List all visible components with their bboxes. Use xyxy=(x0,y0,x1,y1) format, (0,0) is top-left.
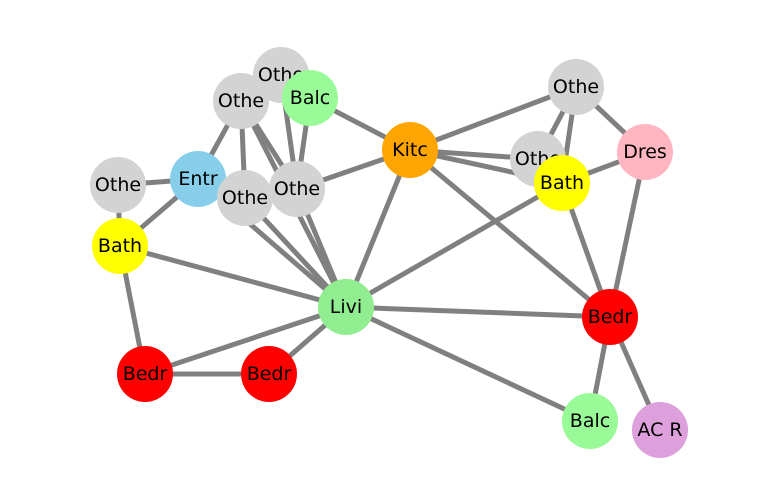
node-circle xyxy=(562,393,618,449)
edge-livi-bedr_left xyxy=(142,304,349,377)
node-circle xyxy=(548,59,604,115)
node-circle xyxy=(617,124,673,180)
node-label: Entr xyxy=(178,168,217,190)
node-balc-bottom: Balc xyxy=(562,393,618,449)
node-label: Othe xyxy=(553,76,599,98)
node-circle xyxy=(534,155,590,211)
node-entr: Entr xyxy=(170,151,226,207)
node-circle xyxy=(632,402,688,458)
node-circle xyxy=(241,346,297,402)
edge-kitc-livi xyxy=(343,147,413,310)
node-balc-top: Balc xyxy=(282,70,338,126)
node-label: Bedr xyxy=(123,363,168,385)
node-circle xyxy=(282,70,338,126)
node-label: Othe xyxy=(218,90,264,112)
node-label: Bath xyxy=(98,235,142,257)
node-label: Balc xyxy=(570,410,610,432)
edge-bath_right-livi xyxy=(343,180,565,310)
edge-livi-balc_bottom xyxy=(343,304,593,424)
edge-dres-bedr_right xyxy=(607,149,648,320)
node-othe-a: Othe xyxy=(213,73,269,129)
node-circle xyxy=(269,161,325,217)
node-label: Bedr xyxy=(247,363,292,385)
node-othe-tr: Othe xyxy=(548,59,604,115)
node-label: Othe xyxy=(222,187,268,209)
node-label: Livi xyxy=(330,296,362,318)
edges-layer xyxy=(115,72,663,433)
node-circle xyxy=(170,151,226,207)
node-circle xyxy=(213,73,269,129)
node-circle xyxy=(92,218,148,274)
node-circle xyxy=(582,289,638,345)
node-label: Bedr xyxy=(588,306,633,328)
node-label: Dres xyxy=(623,141,667,163)
edge-kitc-othe_tr xyxy=(407,84,579,153)
node-dres: Dres xyxy=(617,124,673,180)
node-label: Kitc xyxy=(392,139,428,161)
node-bath-left: Bath xyxy=(92,218,148,274)
node-circle xyxy=(90,157,146,213)
node-bedr-right: Bedr xyxy=(582,289,638,345)
node-kitc: Kitc xyxy=(382,122,438,178)
node-label: AC R xyxy=(637,419,682,441)
node-label: Othe xyxy=(95,174,141,196)
node-circle xyxy=(382,122,438,178)
node-othe-c: Othe xyxy=(269,161,325,217)
node-circle xyxy=(318,279,374,335)
node-label: Bath xyxy=(540,172,584,194)
node-bedr-mid: Bedr xyxy=(241,346,297,402)
edge-bath_left-livi xyxy=(117,243,349,310)
edge-livi-bedr_right xyxy=(343,304,613,320)
edge-kitc-bedr_right xyxy=(407,147,613,320)
node-othe-left: Othe xyxy=(90,157,146,213)
node-bath-right: Bath xyxy=(534,155,590,211)
node-ac: AC R xyxy=(632,402,688,458)
node-livi: Livi xyxy=(318,279,374,335)
node-label: Balc xyxy=(290,87,330,109)
node-circle xyxy=(217,170,273,226)
node-circle xyxy=(117,346,173,402)
node-othe-b: Othe xyxy=(217,170,273,226)
node-bedr-left: Bedr xyxy=(117,346,173,402)
node-label: Othe xyxy=(274,178,320,200)
